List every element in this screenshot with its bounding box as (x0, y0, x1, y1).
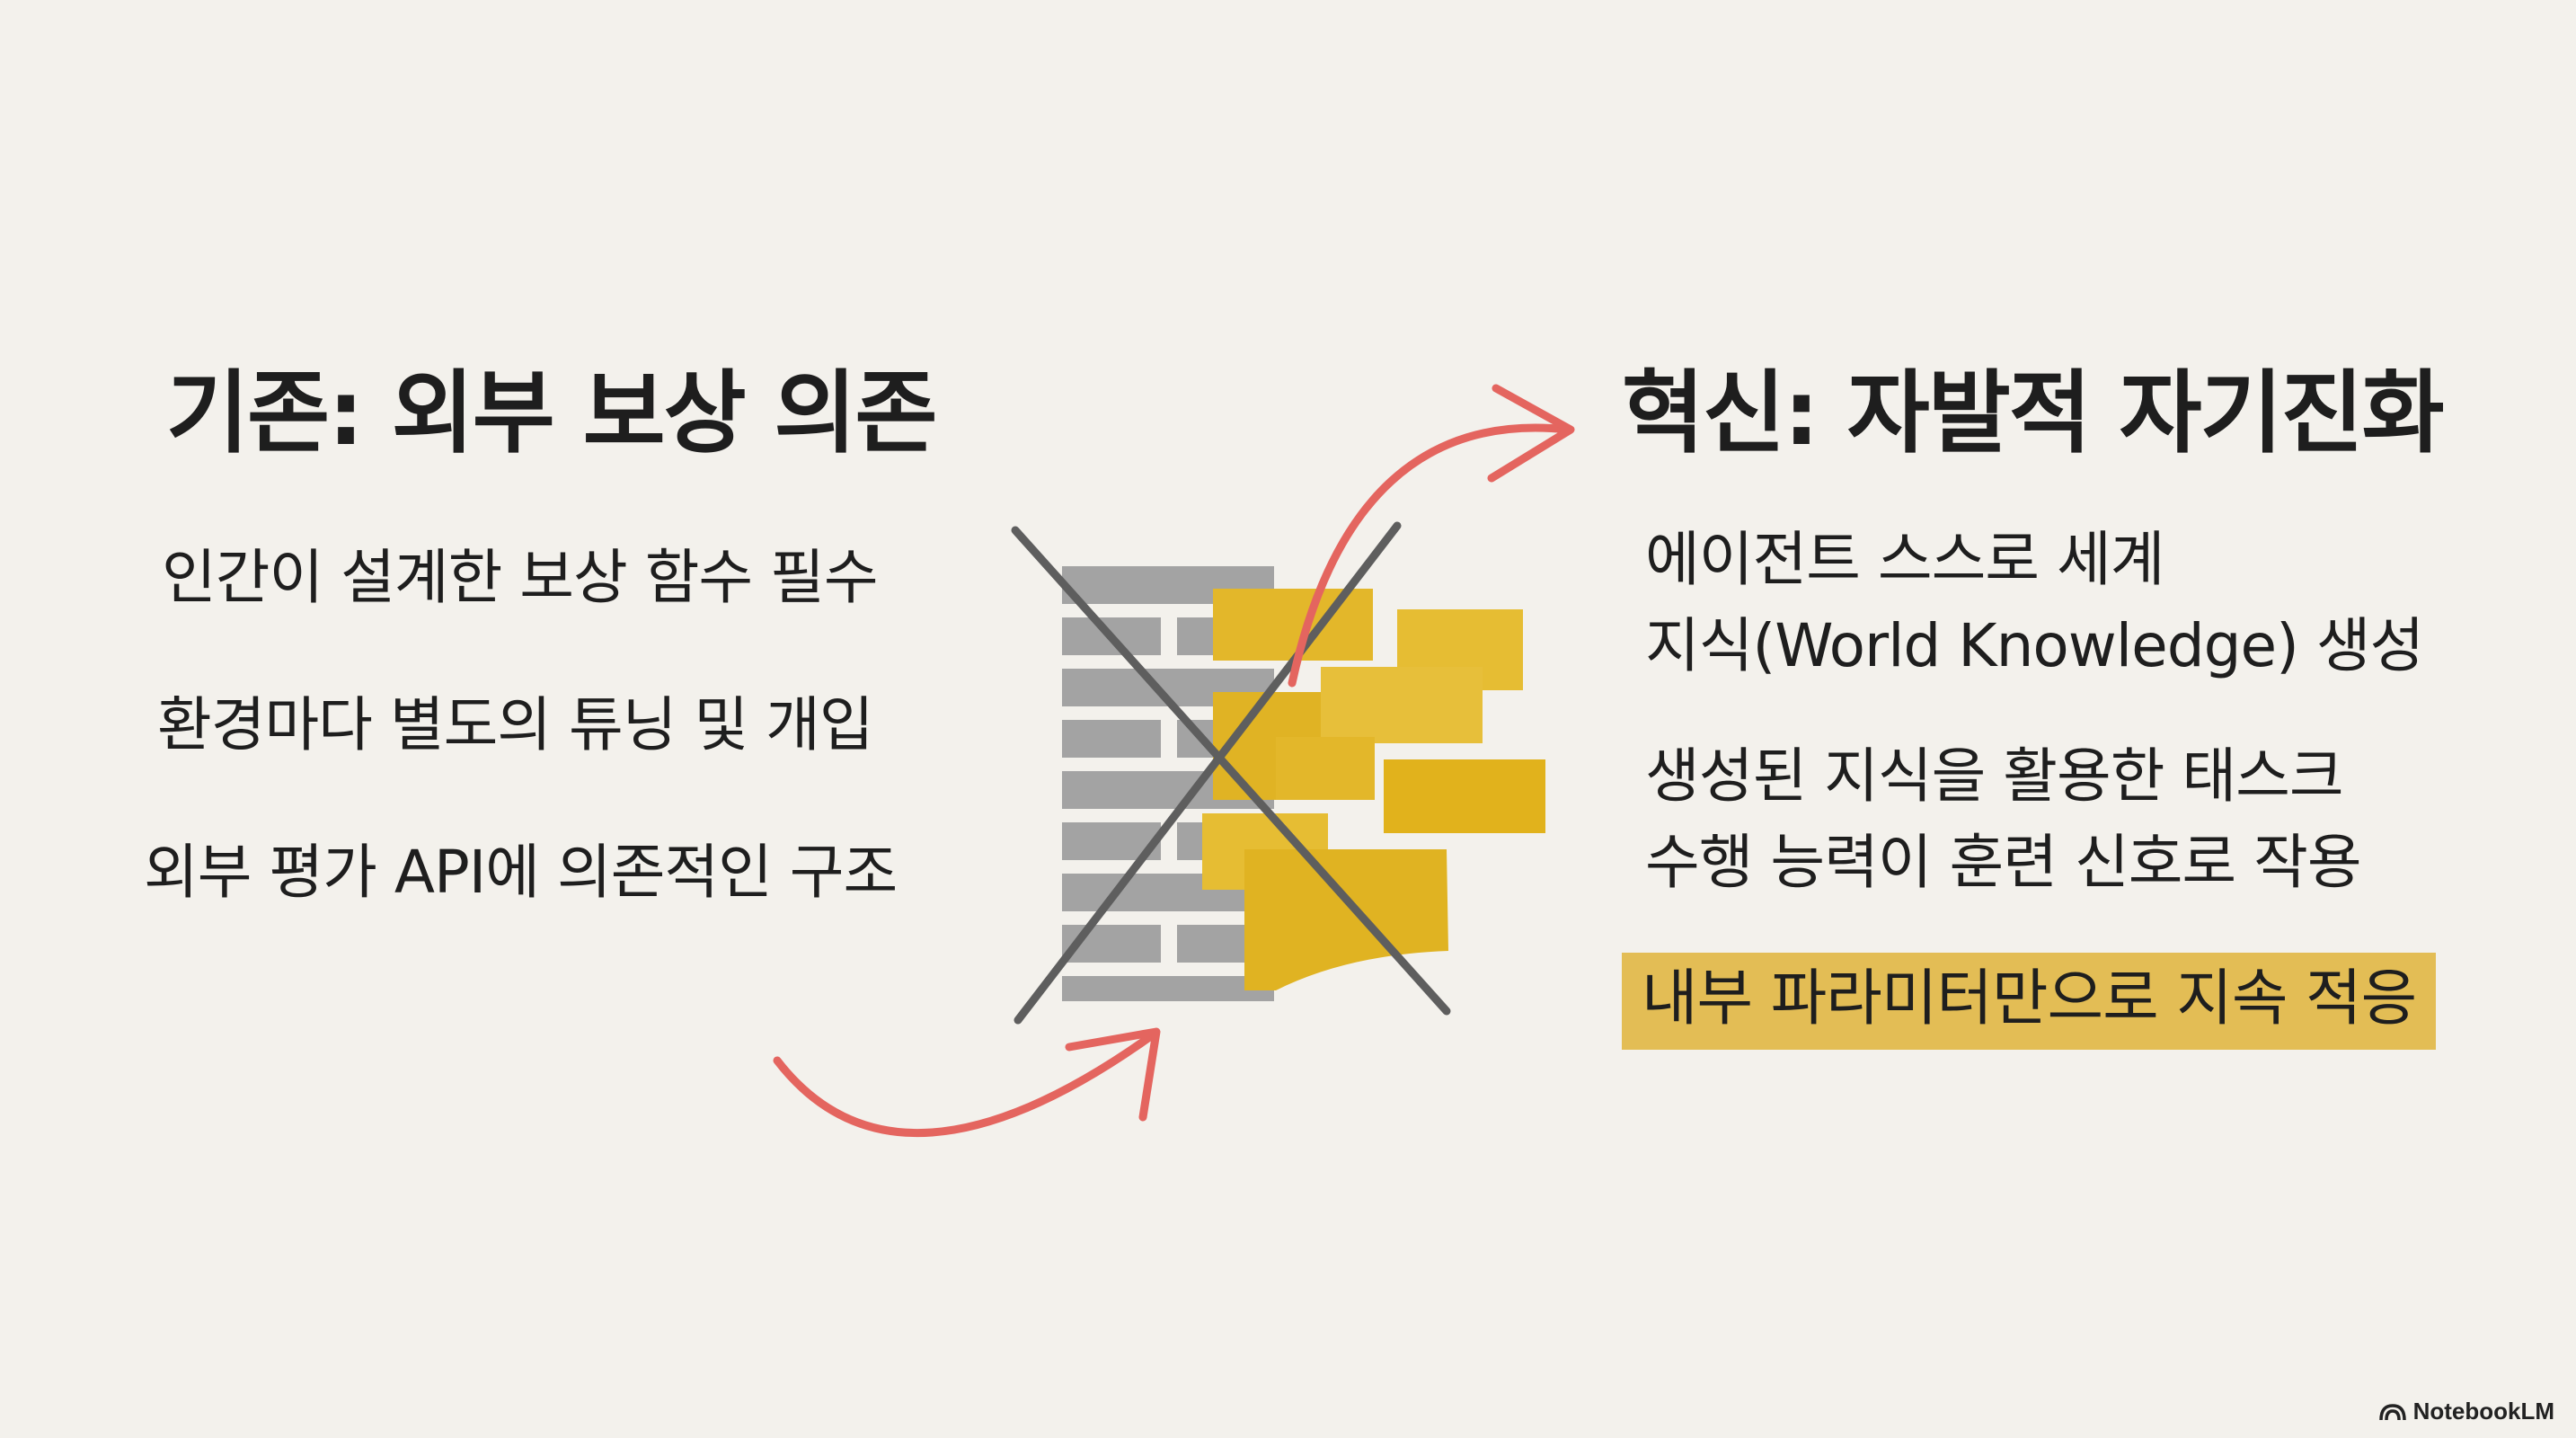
yellow-block-cluster (1202, 589, 1545, 990)
innovation-item-2: 생성된 지식을 활용한 태스크 수행 능력이 훈련 신호로 작용 (1645, 741, 2362, 898)
innovation-list: 에이전트 스스로 세계 지식(World Knowledge) 생성 생성된 지… (1622, 517, 2520, 1050)
innovation-highlight: 내부 파라미터만으로 지속 적응 (1622, 952, 2437, 1050)
traditional-heading: 기존: 외부 보상 의존 (166, 360, 937, 466)
gray-block-stack (1062, 566, 1274, 1001)
bottom-curved-arrow (773, 1027, 1161, 1137)
innovation-item-1: 에이전트 스스로 세계 지식(World Knowledge) 생성 (1645, 525, 2424, 680)
notebooklm-logo: NotebookLM (2378, 1398, 2554, 1425)
innovation-column: 혁신: 자발적 자기진화 에이전트 스스로 세계 지식(World Knowle… (1622, 360, 2520, 1050)
traditional-list: 인간이 설계한 보상 함수 필수 환경마다 별도의 튜닝 및 개입 외부 평가 … (144, 548, 997, 902)
traditional-item-1: 인간이 설계한 보상 함수 필수 (162, 543, 879, 612)
cross-mark (1011, 521, 1451, 1025)
traditional-item-2: 환경마다 별도의 튜닝 및 개입 (157, 690, 874, 759)
innovation-heading: 혁신: 자발적 자기진화 (1622, 360, 2445, 466)
top-curved-arrow (1288, 384, 1575, 688)
traditional-item-3: 외부 평가 API에 의존적인 구조 (144, 838, 898, 907)
logo-text: NotebookLM (2412, 1398, 2554, 1425)
notebooklm-icon (2378, 1403, 2406, 1420)
traditional-approach-column: 기존: 외부 보상 의존 인간이 설계한 보상 함수 필수 환경마다 별도의 튜… (144, 360, 997, 990)
